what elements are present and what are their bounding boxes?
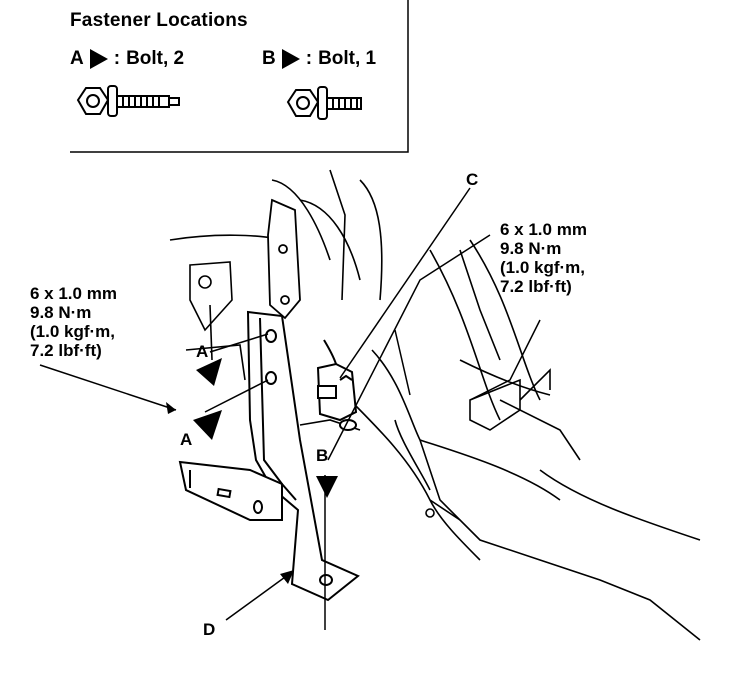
torque-spec-left: 6 x 1.0 mm 9.8 N·m (1.0 kgf·m, 7.2 lbf·f…: [30, 284, 117, 360]
bracket-d: [178, 310, 360, 602]
fastener-a-upper-marker: [196, 358, 222, 386]
bolt-b-icon: [286, 86, 362, 120]
legend-item-a: A : Bolt, 2: [70, 48, 184, 70]
legend-border: [70, 0, 409, 153]
body-panel-outline: [169, 169, 701, 641]
callout-c: C: [466, 170, 479, 189]
legend-letter-b: B: [262, 48, 276, 69]
fastener-locations-title: Fastener Locations: [70, 10, 248, 31]
torque-spec-left-kgfm: (1.0 kgf·m,: [30, 322, 116, 341]
left-torque-leader: [39, 364, 177, 411]
leader-lines: [204, 187, 541, 630]
legend-letter-a: A: [70, 48, 84, 69]
fastener-b-triangle-icon: [281, 49, 300, 69]
torque-spec-right-kgfm: (1.0 kgf·m,: [500, 258, 586, 277]
fastener-b-marker: [316, 476, 338, 498]
callout-d-leader: [225, 571, 293, 621]
bolt-a-icon: [76, 85, 180, 117]
torque-spec-left-lbfft: 7.2 lbf·ft): [30, 341, 102, 360]
torque-spec-right-size: 6 x 1.0 mm: [500, 220, 587, 239]
legend-separator-a: :: [113, 48, 121, 69]
torque-spec-left-size: 6 x 1.0 mm: [30, 284, 117, 303]
torque-spec-right-nm: 9.8 N·m: [500, 239, 562, 258]
legend-separator-b: :: [305, 48, 313, 69]
torque-spec-right-lbfft: 7.2 lbf·ft): [500, 277, 572, 296]
callout-d: D: [203, 620, 216, 639]
callout-a-upper: A: [196, 342, 209, 361]
fastener-a-triangle-icon: [89, 49, 108, 69]
torque-spec-left-nm: 9.8 N·m: [30, 303, 92, 322]
callout-a-lower: A: [180, 430, 193, 449]
fastener-a-lower-marker: [193, 410, 222, 440]
legend-description-a: Bolt, 2: [126, 48, 185, 69]
torque-spec-right: 6 x 1.0 mm 9.8 N·m (1.0 kgf·m, 7.2 lbf·f…: [500, 220, 587, 296]
callout-d-arrowhead: [280, 570, 294, 584]
callout-b: B: [316, 446, 329, 465]
mounting-panel: [267, 198, 301, 320]
legend-item-b: B : Bolt, 1: [262, 48, 376, 70]
left-torque-arrowhead: [166, 402, 176, 414]
legend-description-b: Bolt, 1: [318, 48, 377, 69]
